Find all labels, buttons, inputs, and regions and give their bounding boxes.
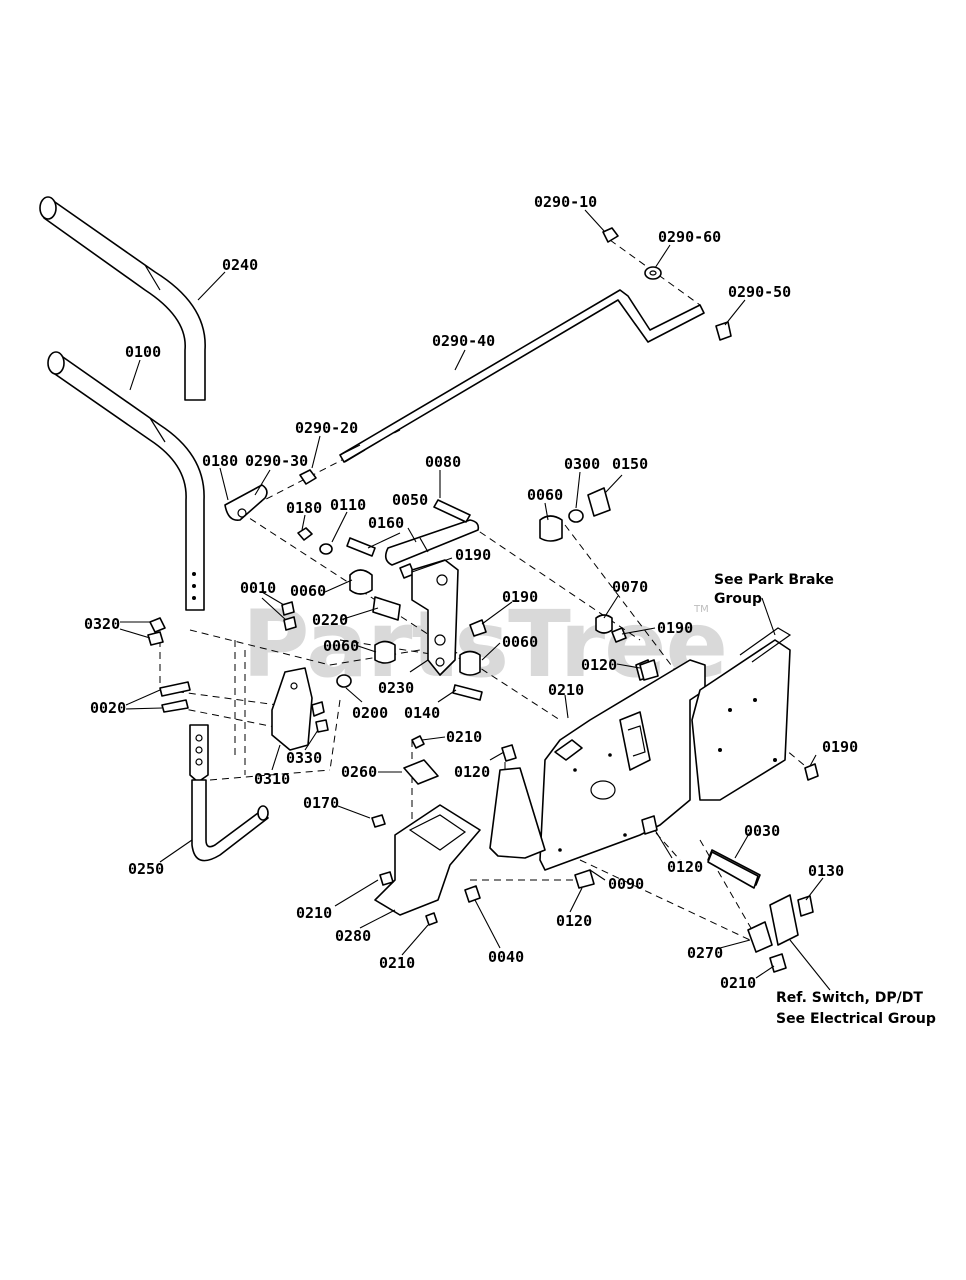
label-0290-50: 0290-50: [728, 283, 791, 301]
label-0330: 0330: [286, 749, 322, 767]
label-0110: 0110: [330, 496, 366, 514]
label-0120-b: 0120: [454, 763, 490, 781]
lower-bracket-0280: [371, 735, 517, 926]
label-0050: 0050: [392, 491, 428, 509]
label-0210-d: 0210: [379, 954, 415, 972]
label-0100: 0100: [125, 343, 161, 361]
watermark: PartsTree: [242, 591, 727, 698]
note-switch-line2: See Electrical Group: [776, 1011, 936, 1027]
label-0080: 0080: [425, 453, 461, 471]
label-0190-d: 0190: [822, 738, 858, 756]
label-0060-b: 0060: [290, 582, 326, 600]
label-0160: 0160: [368, 514, 404, 532]
handle-0240: [39, 196, 206, 401]
rod-0290-40: [339, 289, 705, 463]
label-0290-40: 0290-40: [432, 332, 495, 350]
label-0210-a: 0210: [548, 681, 584, 699]
label-0220: 0220: [312, 611, 348, 629]
label-0290-30: 0290-30: [245, 452, 308, 470]
label-0130: 0130: [808, 862, 844, 880]
label-0120-c: 0120: [667, 858, 703, 876]
switch-hardware: [574, 659, 814, 973]
label-0230: 0230: [378, 679, 414, 697]
label-0170: 0170: [303, 794, 339, 812]
label-0090: 0090: [608, 875, 644, 893]
label-0290-60: 0290-60: [658, 228, 721, 246]
label-0190-a: 0190: [455, 546, 491, 564]
label-0290-20: 0290-20: [295, 419, 358, 437]
note-park-brake-line1: See Park Brake: [714, 572, 834, 588]
arm-0250: [189, 724, 269, 862]
mount-plate-0090: [489, 659, 706, 871]
note-switch-line1: Ref. Switch, DP/DT: [776, 990, 923, 1006]
label-0190-c: 0190: [657, 619, 693, 637]
reference-notes: See Park Brake Group Ref. Switch, DP/DT …: [714, 572, 936, 1027]
label-0070: 0070: [612, 578, 648, 596]
label-0180-b: 0180: [286, 499, 322, 517]
label-0060-a: 0060: [527, 486, 563, 504]
label-0020: 0020: [90, 699, 126, 717]
label-0280: 0280: [335, 927, 371, 945]
label-0210-b: 0210: [446, 728, 482, 746]
label-0010: 0010: [240, 579, 276, 597]
watermark-trademark: TM: [693, 604, 709, 615]
label-0200: 0200: [352, 704, 388, 722]
label-0030: 0030: [744, 822, 780, 840]
label-0290-10: 0290-10: [534, 193, 597, 211]
label-0210-e: 0210: [720, 974, 756, 992]
label-0120-a: 0120: [581, 656, 617, 674]
handle-0100: [47, 351, 205, 611]
label-0060-d: 0060: [502, 633, 538, 651]
label-0250: 0250: [128, 860, 164, 878]
label-0210-c: 0210: [296, 904, 332, 922]
label-0270: 0270: [687, 944, 723, 962]
hardware-top-right: [602, 227, 732, 341]
label-0060-c: 0060: [323, 637, 359, 655]
label-0140: 0140: [404, 704, 440, 722]
label-0150: 0150: [612, 455, 648, 473]
label-0260: 0260: [341, 763, 377, 781]
linkage-hardware: [224, 469, 653, 701]
label-0120-d: 0120: [556, 912, 592, 930]
leader-lines: [119, 209, 831, 991]
label-0040: 0040: [488, 948, 524, 966]
part-labels: 0290-10 0290-60 0290-50 0240 0100 0290-4…: [84, 193, 858, 992]
note-park-brake-line2: Group: [714, 591, 762, 607]
label-0320: 0320: [84, 615, 120, 633]
label-0190-b: 0190: [502, 588, 538, 606]
label-0180-a: 0180: [202, 452, 238, 470]
pivot-bracket-0310: [147, 601, 329, 751]
label-0310: 0310: [254, 770, 290, 788]
label-0240: 0240: [222, 256, 258, 274]
label-0300: 0300: [564, 455, 600, 473]
